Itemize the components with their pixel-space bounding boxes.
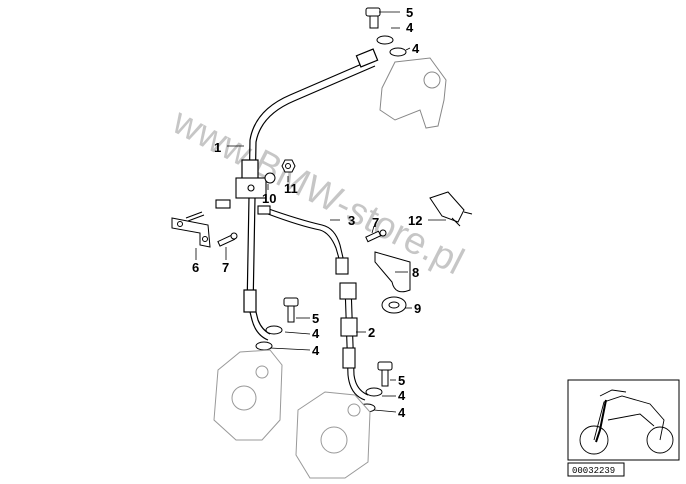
bolt-7-left — [217, 232, 238, 247]
callout-2: 2 — [368, 325, 375, 340]
grommet-9 — [381, 296, 407, 314]
top-banjo-bolt — [365, 7, 407, 57]
right-brake-caliper — [295, 391, 371, 479]
callout-11: 11 — [284, 181, 298, 196]
clip-12 — [429, 191, 473, 227]
bracket-6 — [171, 211, 211, 248]
callout-4-bottom-b: 4 — [398, 405, 406, 420]
callout-5-mid: 5 — [312, 311, 319, 326]
master-cylinder — [379, 57, 447, 129]
callout-9: 9 — [414, 301, 421, 316]
callout-7-left: 7 — [222, 260, 229, 275]
callout-4-mid-a: 4 — [312, 326, 320, 341]
callout-4-top-b: 4 — [412, 41, 420, 56]
callout-6: 6 — [192, 260, 199, 275]
callout-4-mid-b: 4 — [312, 343, 320, 358]
callout-1: 1 — [214, 140, 221, 155]
brake-hose-2 — [339, 282, 369, 401]
distributor-block — [215, 177, 267, 209]
bolt-10 — [264, 159, 296, 184]
callout-5-top: 5 — [406, 5, 413, 20]
callout-3: 3 — [348, 213, 355, 228]
callout-4-bottom-a: 4 — [398, 388, 406, 403]
reference-number: 00032239 — [572, 466, 615, 476]
callout-10: 10 — [262, 191, 276, 206]
left-brake-caliper — [213, 349, 283, 441]
watermark-text: www.BMW-store.pl — [165, 100, 470, 283]
bracket-8 — [374, 251, 411, 293]
mid-banjo-bolt — [255, 297, 299, 351]
callout-8: 8 — [412, 265, 419, 280]
bolt-7-right — [365, 229, 387, 243]
callout-5-bottom: 5 — [398, 373, 405, 388]
callout-7-right: 7 — [372, 215, 379, 230]
reference-number-box: 00032239 — [567, 462, 625, 477]
motorcycle-locator-thumbnail — [567, 379, 680, 461]
callout-12: 12 — [408, 213, 422, 228]
brake-hose-3 — [257, 205, 349, 275]
callout-4-top-a: 4 — [406, 20, 414, 35]
leader-lines — [195, 11, 446, 413]
